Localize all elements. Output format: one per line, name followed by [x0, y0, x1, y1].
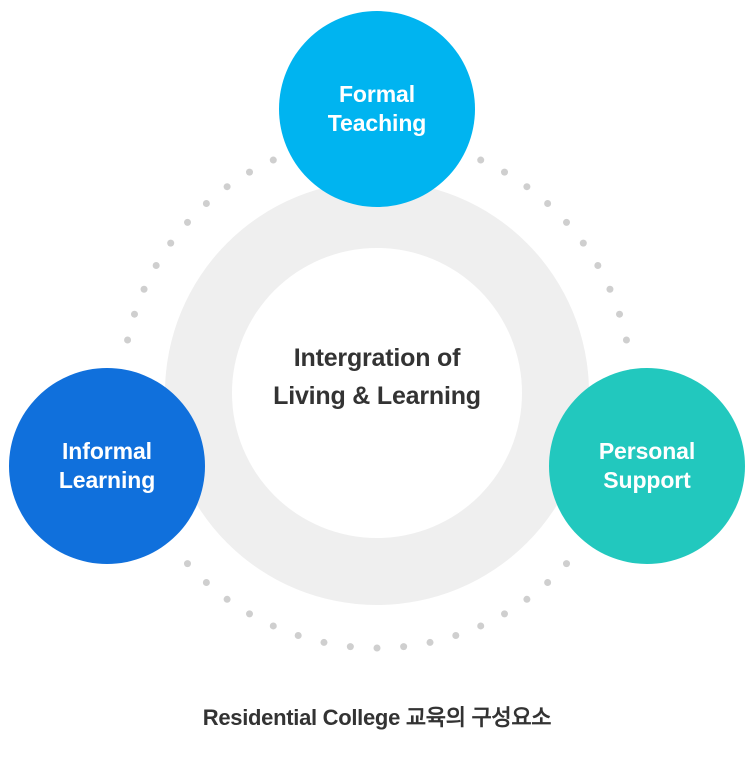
ring-dot: [563, 218, 570, 226]
ring-dot: [152, 262, 160, 269]
ring-dot: [501, 168, 508, 176]
node-informal-learning-label: Informal Learning: [58, 437, 156, 493]
ring-dot: [477, 156, 485, 164]
diagram-graphics-layer: [124, 156, 630, 652]
ring-dot: [622, 336, 630, 344]
ring-dot: [269, 622, 277, 630]
ring-dot: [130, 310, 138, 318]
ring-dot: [320, 638, 328, 646]
ring-dot: [269, 156, 277, 164]
diagram-stage: Formal Teaching Informal Learning Person…: [9, 11, 745, 652]
ring-dot: [124, 336, 132, 344]
ring-dot: [202, 579, 210, 586]
gray-donut-ring: [165, 181, 589, 605]
ring-dot: [501, 610, 508, 618]
ring-dot: [544, 200, 552, 207]
node-personal-support[interactable]: Personal Support: [549, 368, 745, 564]
ring-dot: [477, 622, 485, 630]
ring-dot: [346, 643, 354, 651]
ring-dot: [373, 644, 381, 652]
ring-dot: [563, 560, 570, 568]
ring-dot: [140, 285, 148, 293]
ring-dot: [246, 168, 253, 176]
ring-dot: [616, 310, 624, 318]
ring-dot: [294, 632, 302, 640]
ring-dot: [223, 595, 231, 603]
diagram-caption: Residential College 교육의 구성요소: [202, 705, 552, 730]
node-informal-learning[interactable]: Informal Learning: [9, 368, 205, 564]
ring-dot: [223, 183, 231, 191]
ring-dot: [544, 579, 552, 586]
ring-dot: [523, 183, 531, 191]
ring-dot: [426, 638, 434, 646]
ring-dot: [579, 239, 587, 247]
ring-dot: [202, 200, 210, 207]
ring-dot: [606, 285, 614, 293]
ring-dot: [246, 610, 253, 618]
node-formal-teaching[interactable]: Formal Teaching: [279, 11, 475, 207]
ring-dot: [184, 218, 191, 226]
ring-dot: [400, 643, 408, 651]
ring-dot: [184, 560, 191, 568]
ring-dot: [594, 262, 602, 269]
node-formal-teaching-label: Formal Teaching: [327, 80, 427, 136]
dotted-ring: [124, 156, 630, 652]
ring-dot: [452, 632, 460, 640]
ring-dot: [523, 595, 531, 603]
center-label: Intergration of Living & Learning: [273, 344, 481, 410]
ring-dot: [167, 239, 175, 247]
node-personal-support-label: Personal Support: [598, 437, 696, 493]
